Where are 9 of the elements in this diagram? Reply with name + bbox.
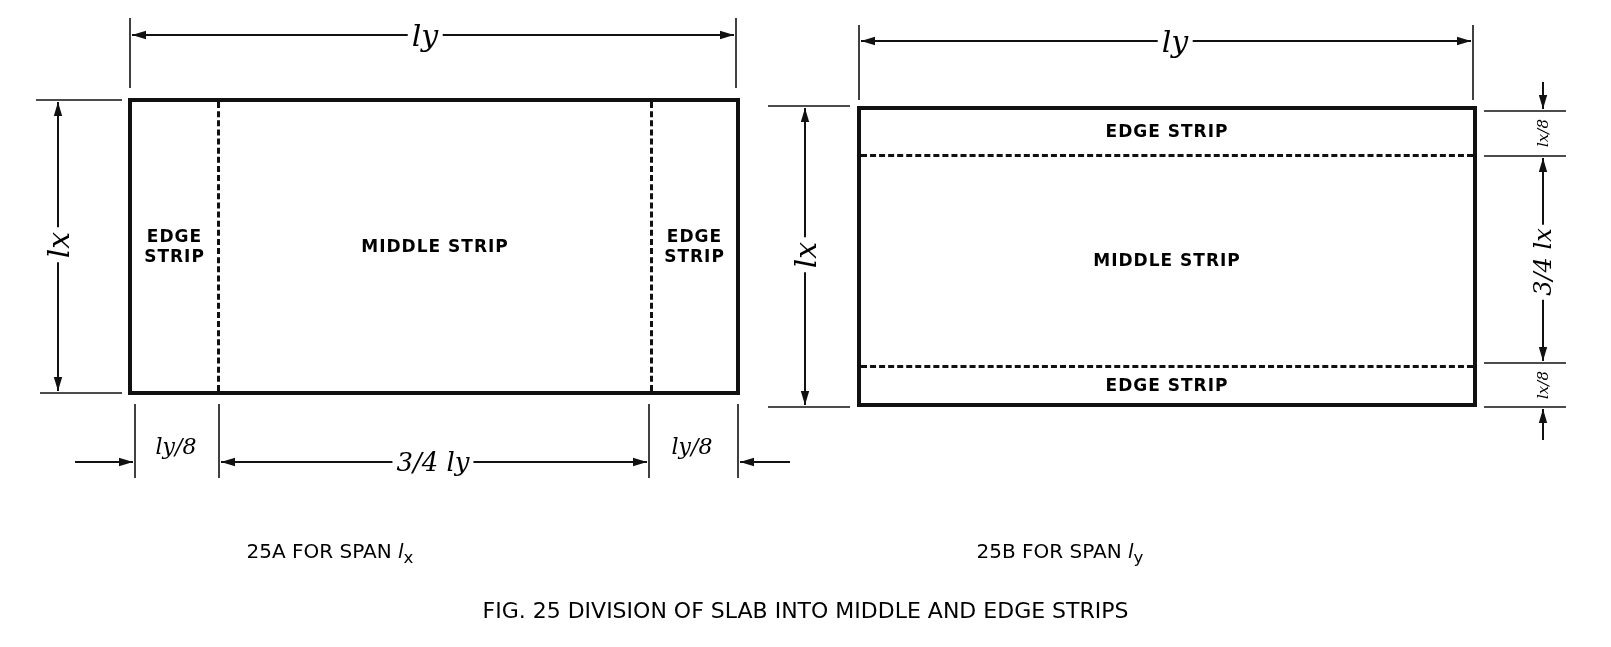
strip-label: EDGE STRIP: [143, 226, 206, 267]
strip-label: MIDDLE STRIP: [361, 236, 509, 257]
strip-label: EDGE STRIP: [1105, 375, 1229, 396]
strip-label: EDGE STRIP: [1105, 122, 1229, 142]
figure-caption: FIG. 25 DIVISION OF SLAB INTO MIDDLE AND EDGE STRIPS: [481, 598, 1130, 623]
slab-outline: [857, 106, 1477, 407]
strip-label: MIDDLE STRIP: [1093, 251, 1241, 271]
slab-outline: [128, 98, 740, 395]
strip-label: EDGE STRIP: [663, 226, 726, 267]
